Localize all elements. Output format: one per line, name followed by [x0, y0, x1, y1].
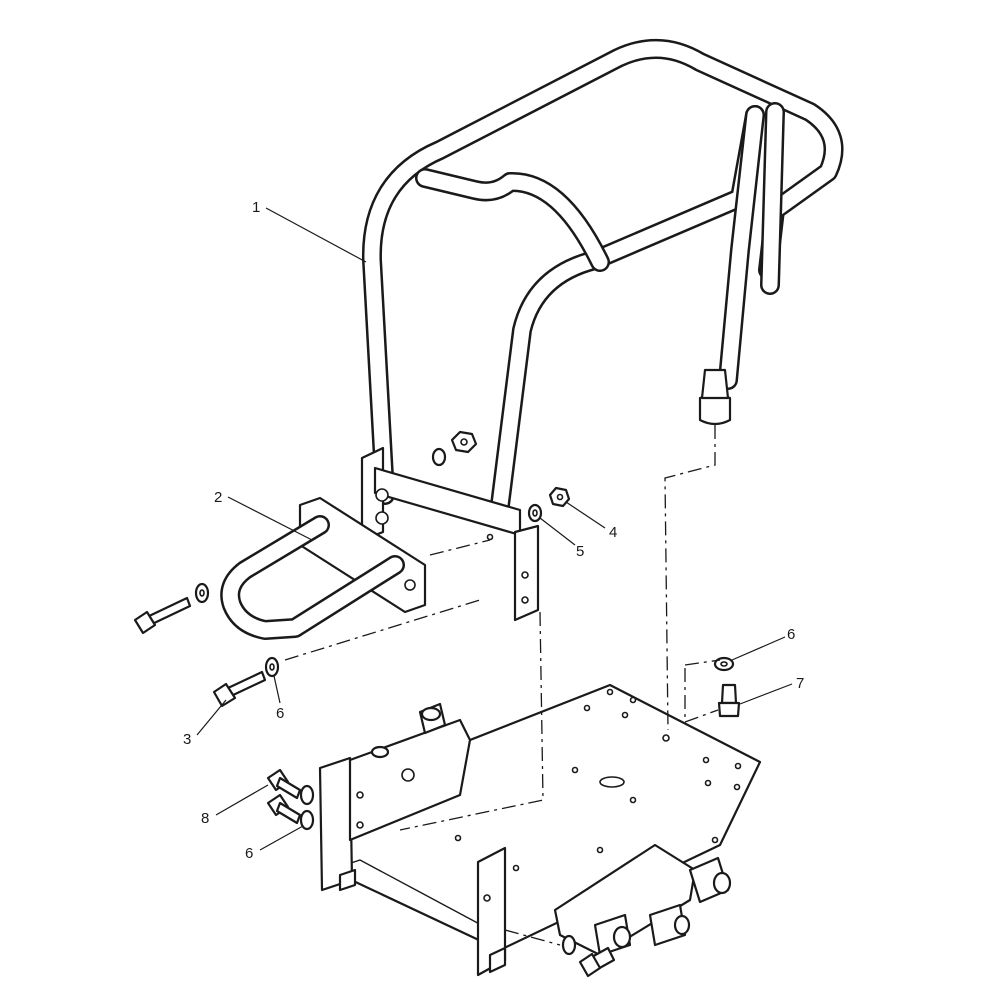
callout-labels: 1 2 3 4 5 6 6 6 7 8 — [183, 199, 804, 862]
callout-2: 2 — [214, 489, 222, 506]
callout-4: 4 — [609, 524, 617, 541]
callout-3: 3 — [183, 731, 191, 748]
washer-6-left — [264, 656, 280, 678]
bolt-upper-left — [133, 596, 192, 635]
callout-7: 7 — [796, 675, 804, 692]
roll-bar-mount-bracket — [360, 446, 540, 622]
callout-leaders — [196, 207, 793, 851]
roll-bar-frame — [361, 39, 844, 515]
washer-top — [431, 447, 447, 467]
callout-1: 1 — [252, 199, 260, 216]
bolts-8 — [266, 768, 302, 825]
bolt-3 — [212, 670, 267, 708]
assembly-lines — [284, 425, 721, 946]
handle-bracket — [220, 496, 427, 640]
base-side-plate-right — [476, 846, 507, 977]
nut-top — [450, 430, 478, 454]
callout-8: 8 — [201, 810, 209, 827]
washers-6-lower — [299, 784, 315, 831]
base-bracket-pins — [553, 843, 732, 957]
pivot-pins-top — [370, 702, 447, 759]
washer-6-right — [713, 656, 735, 672]
washer-bottom — [561, 934, 577, 956]
washer-upper-left — [194, 582, 210, 604]
callout-6-lower: 6 — [245, 845, 253, 862]
nut-4 — [548, 486, 571, 508]
washer-5 — [527, 503, 543, 523]
callout-6-left: 6 — [276, 705, 284, 722]
bolt-bottom — [578, 946, 616, 978]
callout-5: 5 — [576, 543, 584, 560]
bolt-7 — [717, 683, 741, 718]
callout-6-right: 6 — [787, 626, 795, 643]
